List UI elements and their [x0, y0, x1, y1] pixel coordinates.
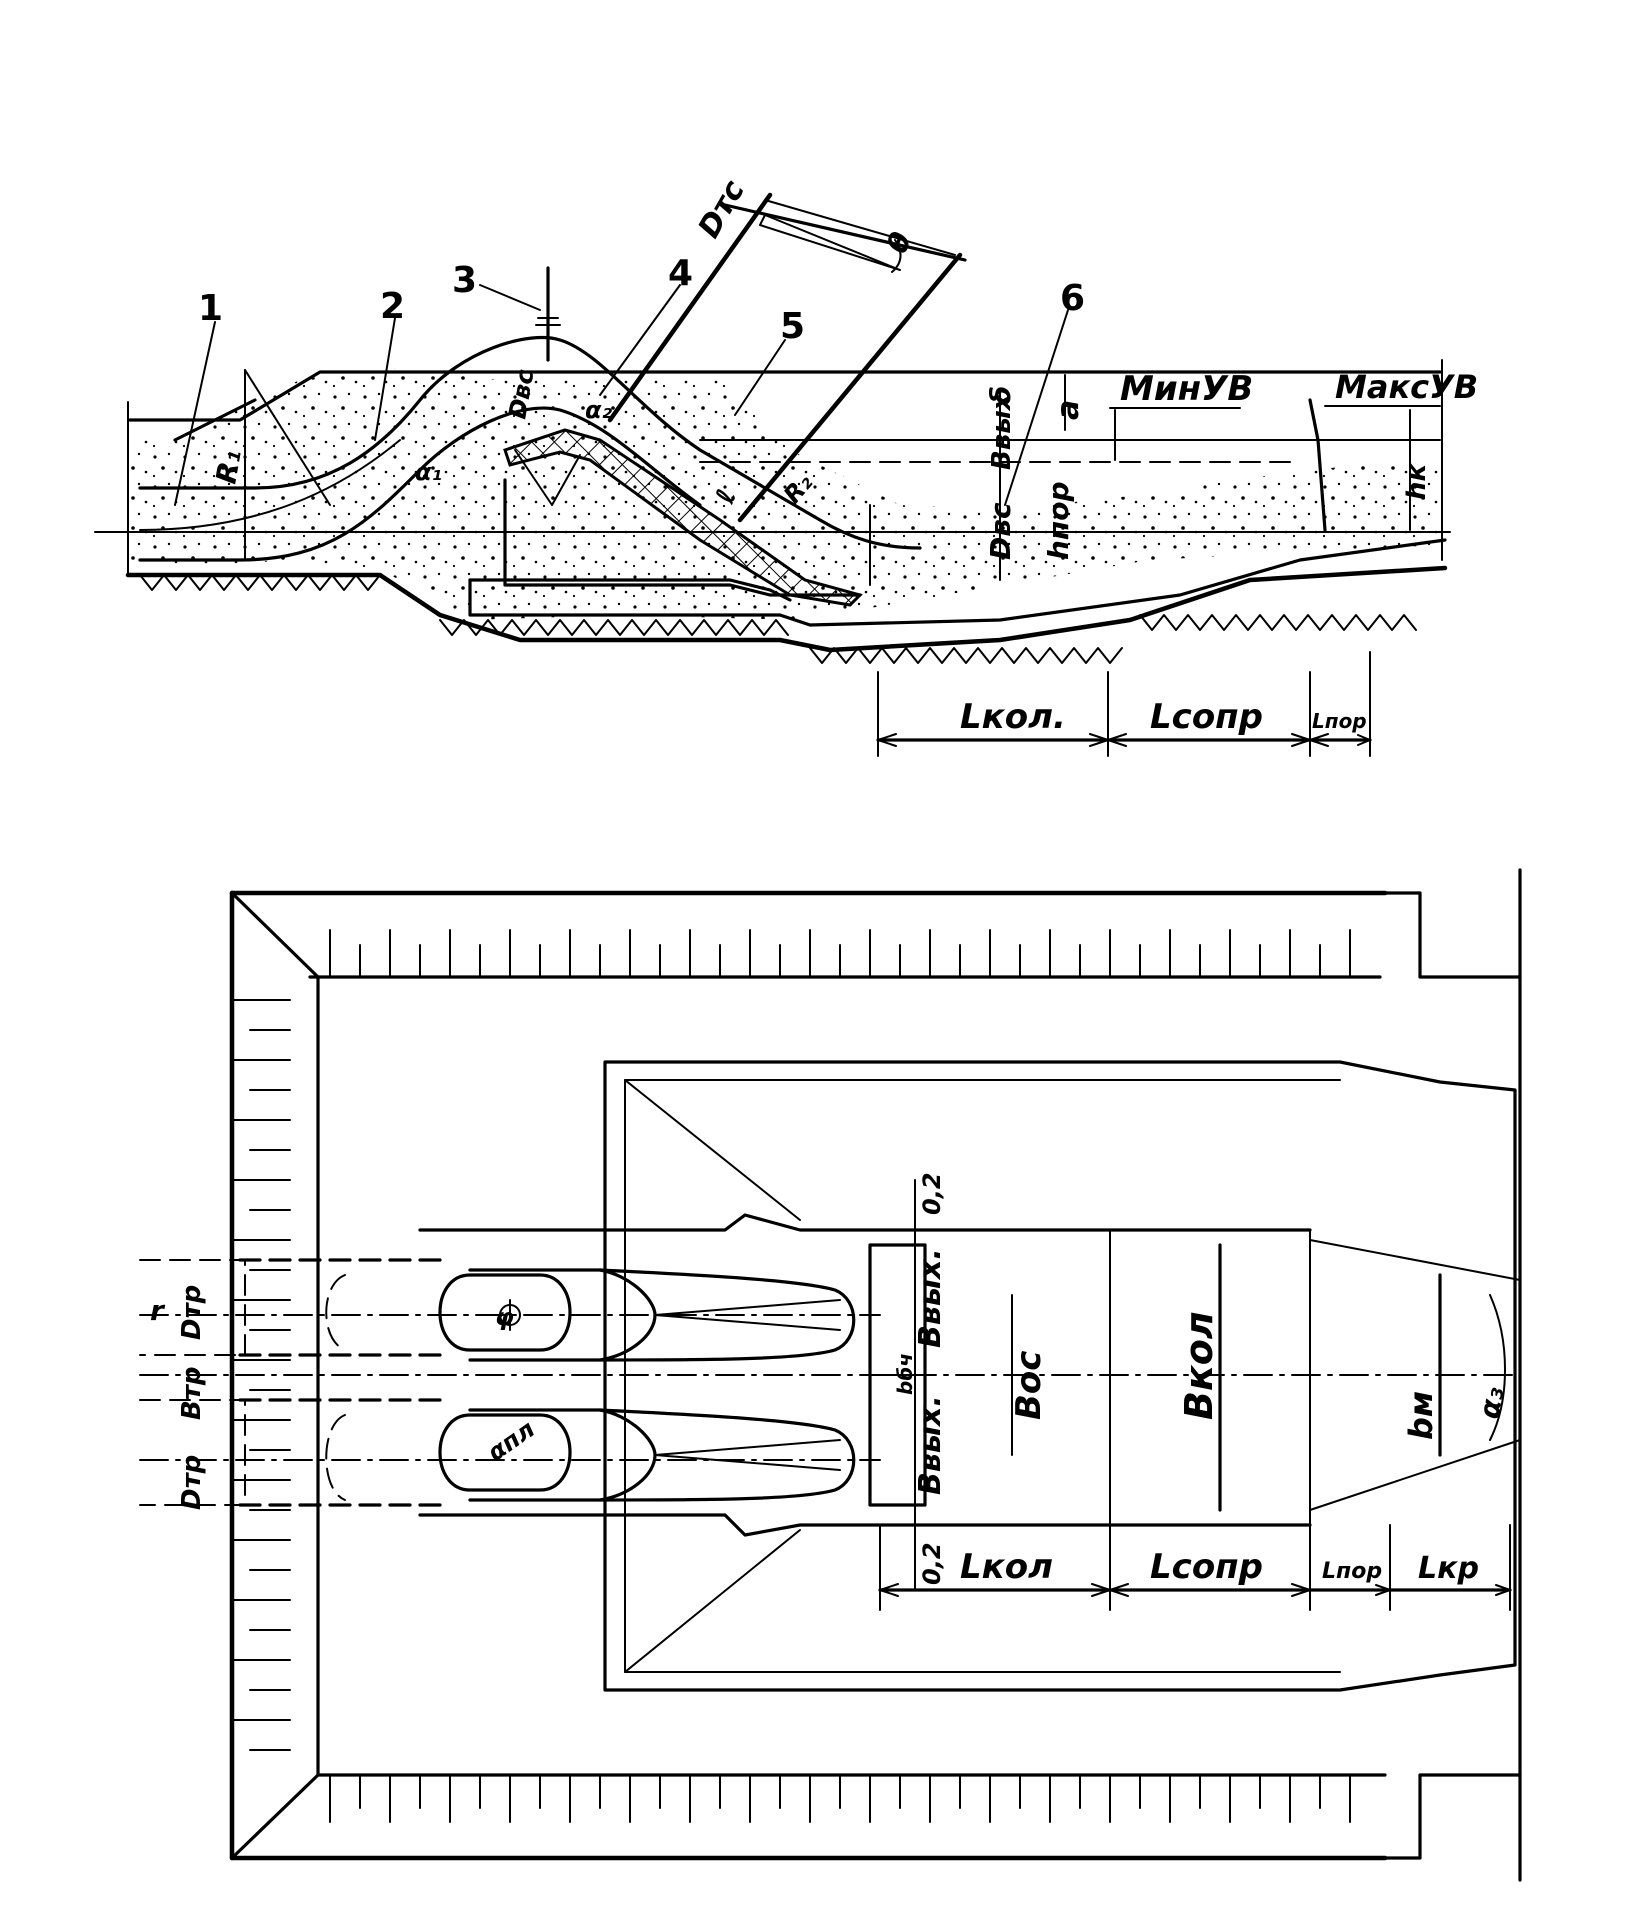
label-min-uv: МинУВ [1120, 369, 1253, 409]
label-phi: φ [495, 1303, 514, 1331]
basin-slab [503, 478, 862, 597]
r1-radius [244, 369, 331, 506]
outlet-pipe-bottom [737, 252, 963, 523]
callout-3-leader [479, 284, 541, 311]
upstream-shoulder [173, 398, 257, 442]
pipe-lower-inlet [438, 1413, 572, 1492]
left-pipe-box-lower [139, 1399, 246, 1506]
callout-5-leader [734, 339, 786, 416]
canal-right-top [1383, 891, 1522, 979]
canal-right-bottom [1383, 1773, 1522, 1860]
label-alpha1: α₁ [415, 458, 442, 486]
label-dtr: Dтр [177, 1285, 207, 1340]
label-lsopr-plan: Lсопр [1150, 1547, 1263, 1587]
left-pipe-box-upper [139, 1259, 246, 1356]
profile-dim-chain [876, 651, 1372, 757]
ground-line [125, 565, 1448, 653]
wall-ticks-left [231, 999, 291, 1751]
chamber-top [418, 1213, 1312, 1232]
dim-alpha3-arc [1489, 1294, 1506, 1441]
callout-2: 2 [380, 286, 405, 327]
outlet-pipe-end-mark [764, 199, 956, 256]
basin-diagonal-bottom [624, 1529, 801, 1673]
basin-frame [603, 1060, 1517, 1692]
label-a: a [1051, 400, 1086, 420]
label-max-uv: МаксУВ [1335, 368, 1478, 406]
apron-base [468, 538, 1447, 627]
pipe-inner [139, 439, 401, 531]
label-hk: hк [1402, 462, 1432, 500]
label-theta: θ [881, 228, 919, 257]
callout-6-leader [1004, 309, 1069, 506]
canal-corner-bottom [230, 1773, 320, 1860]
label-lpor-plan: Lпор [1322, 1559, 1382, 1584]
canal-corner-top [230, 891, 320, 979]
label-alpha3: α₃ [1472, 1384, 1510, 1421]
outlet-pipe-top [607, 192, 773, 423]
callout-2-leader [374, 317, 396, 441]
max-uv-slope [1308, 398, 1327, 532]
label-alpha2: α₂ [585, 396, 612, 424]
label-dtr-left: Dтр [177, 1455, 207, 1510]
outlet-box [868, 1243, 927, 1507]
siphon-pipe-lower [138, 406, 702, 562]
riprap-slope [503, 428, 863, 607]
label-bm: bм [1402, 1391, 1440, 1440]
pipe-upper-cone [654, 1299, 841, 1331]
callout-1: 1 [198, 288, 223, 329]
label-bvih: Bвых [987, 392, 1017, 470]
chamber-bottom [418, 1513, 1312, 1537]
wall-ticks-bottom [329, 1774, 1351, 1823]
label-lpor-profile: Lпор [1312, 709, 1367, 733]
label-lkol-profile: Lкол. [960, 697, 1066, 737]
label-02-top: 0,2 [918, 1172, 946, 1215]
callout-4-leader [599, 284, 681, 396]
label-dvs-right: Dвс [984, 502, 1017, 560]
pipe-lower-dashed-mouth [325, 1414, 346, 1501]
label-r1: R₁ [209, 447, 247, 486]
label-lkr-plan: Lкр [1418, 1551, 1479, 1586]
label-btr: Bтр [177, 1367, 207, 1421]
transition-bottom [1309, 1439, 1521, 1511]
plan-dim-chain [878, 1524, 1512, 1611]
label-bbych: bбч [893, 1353, 917, 1395]
callout-4: 4 [668, 253, 693, 294]
pipe-upper-dashed-mouth [325, 1274, 346, 1351]
label-bvih-bottom: Bвых. [913, 1395, 948, 1495]
callout-6: 6 [1060, 278, 1085, 319]
vent-cone [514, 449, 581, 506]
basin-diagonal-top [624, 1079, 801, 1221]
vent-cap [535, 317, 561, 326]
transition-top [1309, 1239, 1521, 1281]
label-delta: δ [984, 386, 1017, 405]
siphon-pipe-upper [138, 335, 922, 550]
theta-cone [759, 214, 901, 271]
label-bvih-top: Bвых. [913, 1248, 948, 1348]
pipe-lower-cone [654, 1439, 841, 1471]
label-hpor: hпор [1042, 481, 1075, 560]
label-r: r [150, 1294, 166, 1327]
plan-view: 0,2 Bвых. Bвых. Bос Bкол bм α₃ bбч Dтр B… [139, 868, 1522, 1882]
label-02-bottom: 0,2 [918, 1542, 946, 1585]
wall-ticks-top [329, 929, 1351, 978]
label-lkol-plan: Lкол [960, 1547, 1053, 1587]
pipe-upper-diffuser [598, 1268, 856, 1362]
callout-3: 3 [452, 260, 477, 301]
callout-5: 5 [780, 306, 805, 347]
pipe-upper-inlet [438, 1273, 572, 1352]
label-bos: Bос [1009, 1351, 1049, 1420]
label-bkol: Bкол [1177, 1311, 1221, 1420]
pipe-lower-diffuser [598, 1408, 856, 1502]
dam-earth-fill [130, 368, 1440, 620]
ground-hatch [139, 574, 1417, 664]
profile-view: 1 2 3 4 5 6 R₁ α₁ α₂ R₂ Dвс Dвс Dтс Bвых… [94, 174, 1478, 757]
theta-arc [891, 239, 902, 273]
callout-1-leader [174, 321, 216, 506]
dam-crest-line [128, 370, 1442, 422]
label-lsopr-profile: Lсопр [1150, 697, 1263, 737]
